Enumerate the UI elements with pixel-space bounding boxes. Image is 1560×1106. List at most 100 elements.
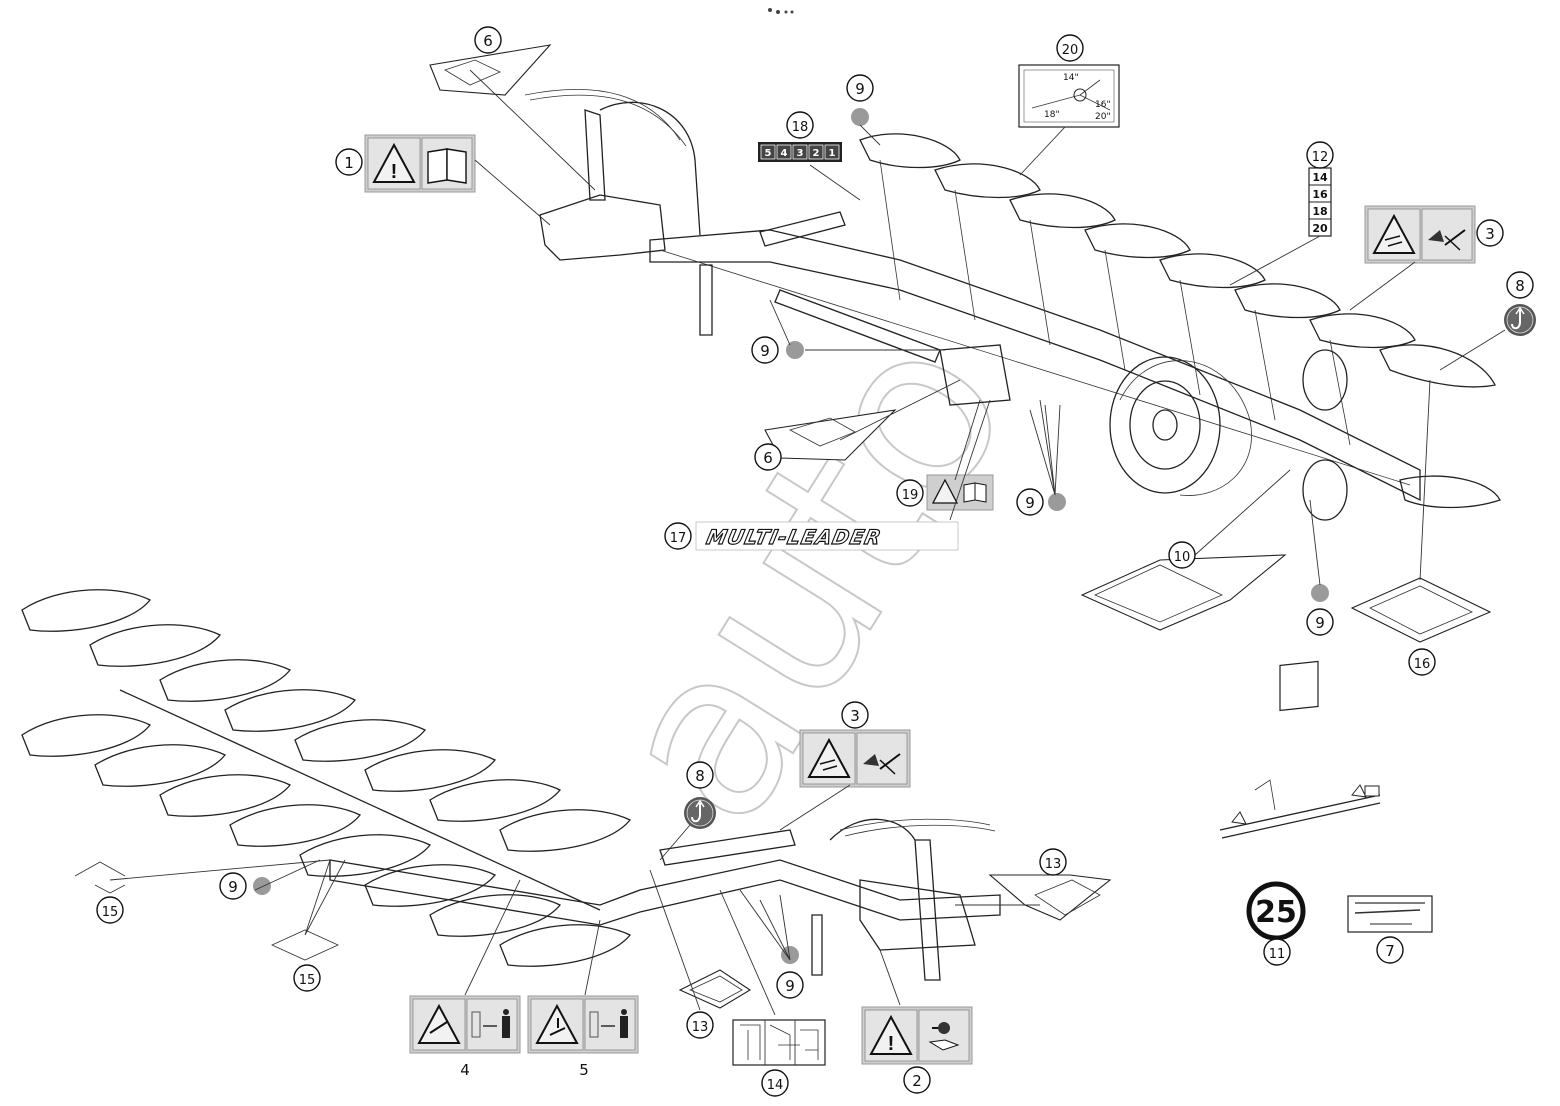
decal-17-brand-name: MULTI-LEADER (695, 521, 959, 551)
callout-9: 9 (751, 336, 779, 364)
svg-text:20: 20 (1312, 222, 1328, 235)
warning-triangle-icon (372, 142, 416, 183)
reflector-plates (74, 44, 1492, 1009)
decal-1-warning-manual: ! (364, 134, 476, 193)
plate-13-bottom (678, 969, 752, 1009)
lifting-hook-icon (684, 797, 716, 829)
hydraulic-fluid-icon (863, 753, 901, 775)
callout-9: 9 (1016, 488, 1044, 516)
callout-15: 15 (293, 964, 321, 992)
svg-text:18": 18" (1044, 110, 1060, 120)
svg-text:3: 3 (1485, 225, 1495, 243)
svg-text:16: 16 (1414, 657, 1431, 672)
svg-text:!: ! (888, 1033, 895, 1055)
label-4: 4 (460, 1061, 470, 1079)
crush-hazard-icon (807, 737, 851, 778)
svg-text:20": 20" (1095, 112, 1111, 122)
svg-text:MULTI-LEADER: MULTI-LEADER (704, 525, 884, 549)
decal-3-lower (799, 729, 911, 788)
callout-9: 9 (776, 971, 804, 999)
svg-text:!: ! (391, 161, 398, 183)
svg-text:9: 9 (1315, 614, 1325, 632)
callout-6: 6 (754, 443, 782, 471)
grease-point-icon (851, 108, 869, 126)
svg-text:11: 11 (1269, 947, 1286, 962)
svg-text:19: 19 (902, 488, 919, 503)
svg-text:17: 17 (670, 531, 687, 546)
hydraulic-fluid-icon (1428, 229, 1466, 251)
callout-13: 13 (686, 1011, 714, 1039)
operator-manual-icon (963, 482, 987, 503)
decal-19-warning-manual (926, 474, 994, 511)
svg-text:4: 4 (781, 148, 788, 159)
svg-text:20: 20 (1062, 43, 1079, 58)
keep-distance-person-icon (471, 1009, 510, 1038)
hydraulic-key-icon (928, 1022, 960, 1051)
operator-manual-icon (427, 148, 467, 184)
callout-1: 1 (335, 148, 363, 176)
svg-text:14": 14" (1063, 73, 1079, 83)
svg-text:2: 2 (813, 148, 820, 159)
svg-text:9: 9 (228, 878, 238, 896)
decal-3-upper (1364, 205, 1476, 264)
callout-3: 3 (1476, 219, 1504, 247)
svg-text:3: 3 (797, 148, 804, 159)
upper-plough-drawing (524, 8, 1501, 521)
decal-14-setting-diagram (732, 1019, 826, 1066)
callout-15: 15 (96, 896, 124, 924)
decal-2-warning-key-manual: ! (861, 1006, 973, 1065)
lower-plough-drawing (21, 589, 1001, 981)
warning-triangle-icon (869, 1014, 913, 1055)
callout-3: 3 (841, 701, 869, 729)
callout-19: 19 (896, 479, 924, 507)
callout-14: 14 (761, 1069, 789, 1097)
svg-text:18: 18 (1312, 205, 1327, 218)
svg-text:8: 8 (695, 767, 705, 785)
svg-text:15: 15 (102, 905, 119, 920)
callout-17: 17 (664, 522, 692, 550)
svg-text:8: 8 (1515, 277, 1525, 295)
svg-text:9: 9 (760, 342, 770, 360)
callout-7: 7 (1376, 936, 1404, 964)
svg-text:3: 3 (850, 707, 860, 725)
lighting-board-drawing (1219, 660, 1381, 839)
plate-16 (1350, 577, 1492, 643)
callout-12: 12 (1306, 141, 1334, 169)
callout-11: 11 (1263, 938, 1291, 966)
callout-16: 16 (1408, 648, 1436, 676)
svg-text:13: 13 (692, 1020, 709, 1035)
plate-10 (1080, 554, 1287, 631)
svg-text:9: 9 (855, 80, 865, 98)
callout-6: 6 (474, 26, 502, 54)
plate-13-right (988, 874, 1112, 921)
grease-point-icon (253, 877, 271, 895)
callout-9: 9 (846, 74, 874, 102)
callout-8: 8 (686, 761, 714, 789)
decal-7-information-plate (1347, 895, 1433, 933)
keep-distance-person-icon (589, 1009, 628, 1038)
svg-text:2: 2 (912, 1072, 922, 1090)
svg-text:25: 25 (1255, 895, 1297, 930)
svg-text:14: 14 (1312, 171, 1328, 184)
svg-text:6: 6 (763, 449, 773, 467)
grease-point-icon (781, 946, 799, 964)
callout-20: 20 (1056, 34, 1084, 62)
lifting-hook-icon (1504, 304, 1536, 336)
grease-point-icon (786, 341, 804, 359)
leader-lines (109, 69, 1506, 1016)
callout-18: 18 (786, 111, 814, 139)
decal-4-keep-distance (409, 995, 521, 1054)
decal-12-width-settings: 14 16 18 20 (1308, 167, 1332, 237)
svg-text:14: 14 (767, 1078, 784, 1093)
svg-text:1: 1 (344, 154, 354, 172)
callouts: 1 2 3 3 6 6 7 8 8 9 9 9 9 9 9 10 11 12 1… (96, 26, 1534, 1097)
svg-text:16: 16 (1312, 188, 1328, 201)
label-5: 5 (579, 1061, 589, 1079)
svg-text:6: 6 (483, 32, 493, 50)
callout-9: 9 (1306, 608, 1334, 636)
callout-10: 10 (1168, 541, 1196, 569)
crush-hazard-icon (1372, 213, 1416, 254)
svg-text:9: 9 (785, 977, 795, 995)
svg-text:7: 7 (1385, 942, 1395, 960)
